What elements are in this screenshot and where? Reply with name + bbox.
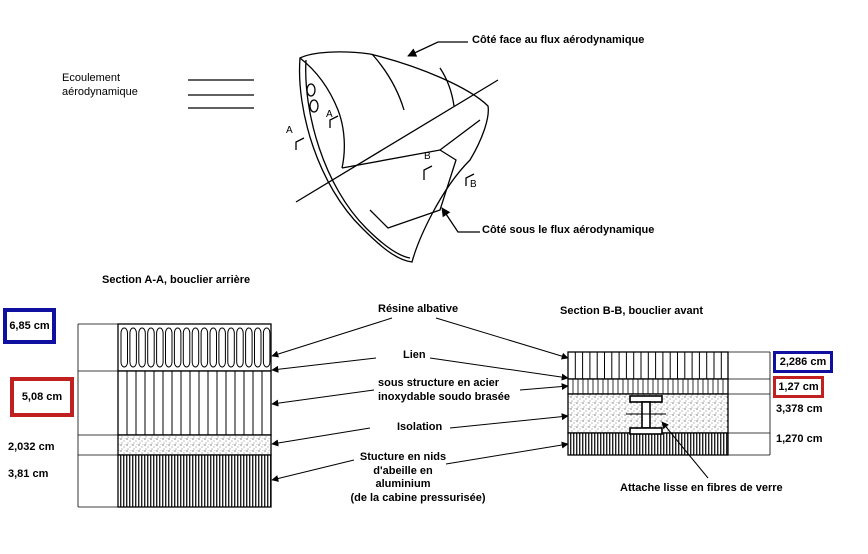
leeward-label: Côté sous le flux aérodynamique — [482, 224, 655, 236]
marker-b-right — [465, 173, 475, 186]
ablative-cell — [138, 327, 146, 368]
bb-steel-dim: 1,27 cm — [773, 376, 824, 398]
marker-a-left-text: A — [286, 125, 293, 136]
honeycomb-label-line3: aluminium — [375, 478, 431, 490]
fastener-label: Attache lisse en fibres de verre — [620, 482, 783, 494]
ablative-cell — [191, 327, 200, 368]
windward-leader — [407, 41, 468, 57]
ablative-cell — [156, 327, 164, 368]
window-1 — [306, 83, 316, 97]
aa-steel-dim: 5,08 cm — [10, 377, 74, 417]
marker-a-right-text: A — [326, 109, 333, 120]
ablative-cell — [227, 327, 235, 368]
steel-label-line2: inoxydable soudo brasée — [378, 391, 511, 403]
bb-fastener — [626, 395, 666, 435]
ablative-cell — [120, 327, 128, 368]
marker-b-left — [423, 165, 433, 180]
bond-label: Lien — [403, 349, 426, 361]
ablative-cell — [165, 327, 173, 368]
capsule-outline — [298, 51, 489, 263]
ablative-cell — [218, 327, 226, 368]
resin-label: Résine albative — [378, 303, 459, 315]
honeycomb-label-line2: d'abeille en — [373, 465, 433, 477]
insulation-label: Isolation — [397, 421, 443, 433]
aa-ablative-dim: 6,85 cm — [3, 308, 56, 344]
cut-plane — [341, 149, 457, 229]
windward-label: Côté face au flux aérodynamique — [472, 34, 645, 46]
ablative-cell — [182, 327, 191, 368]
marker-b-left-text: B — [424, 151, 431, 162]
marker-a-right — [329, 115, 339, 128]
leeward-leader — [441, 207, 480, 233]
ablative-cell — [173, 327, 182, 368]
aa-steel-layer — [117, 370, 272, 436]
steel-label-line1: sous structure en acier — [378, 377, 500, 389]
aa-honeycomb-dim: 3,81 cm — [8, 468, 49, 480]
flow-label-line1: Ecoulement — [62, 72, 121, 84]
honeycomb-label-line4: (de la cabine pressurisée) — [350, 492, 486, 504]
honeycomb-label-line1: Stucture en nids — [359, 451, 447, 463]
ablative-cell — [200, 327, 209, 368]
ablative-cell — [129, 327, 137, 368]
window-2 — [309, 99, 319, 113]
ablative-cell — [262, 327, 271, 368]
capsule-axis — [295, 79, 499, 203]
ablative-cell — [245, 327, 253, 368]
bb-insulation-dim: 3,378 cm — [776, 403, 823, 415]
bb-honeycomb-layer — [567, 432, 729, 456]
ablative-cell — [236, 327, 244, 368]
marker-a-left — [295, 137, 305, 150]
section-bb-layers — [567, 351, 771, 456]
aa-insulation-dim: 2,032 cm — [8, 441, 55, 453]
aa-insulation-layer — [117, 434, 272, 456]
marker-b-right-text: B — [470, 179, 477, 190]
ablative-cell — [147, 327, 155, 368]
aa-honeycomb-layer — [117, 454, 272, 508]
section-aa-layers — [77, 323, 272, 508]
flow-label-line2: aérodynamique — [62, 86, 138, 98]
leader-lines — [271, 317, 709, 482]
capsule-sketch — [188, 41, 499, 263]
section-bb-title: Section B-B, bouclier avant — [560, 305, 704, 317]
bb-ablative-dim: 2,286 cm — [773, 351, 833, 373]
ablative-cell — [254, 327, 262, 368]
ablative-cell — [209, 327, 217, 368]
section-aa-title: Section A-A, bouclier arrière — [102, 274, 251, 286]
nose-curve — [299, 57, 345, 169]
bb-honeycomb-dim: 1,270 cm — [776, 433, 823, 445]
capsule-inner-contour — [305, 59, 411, 259]
